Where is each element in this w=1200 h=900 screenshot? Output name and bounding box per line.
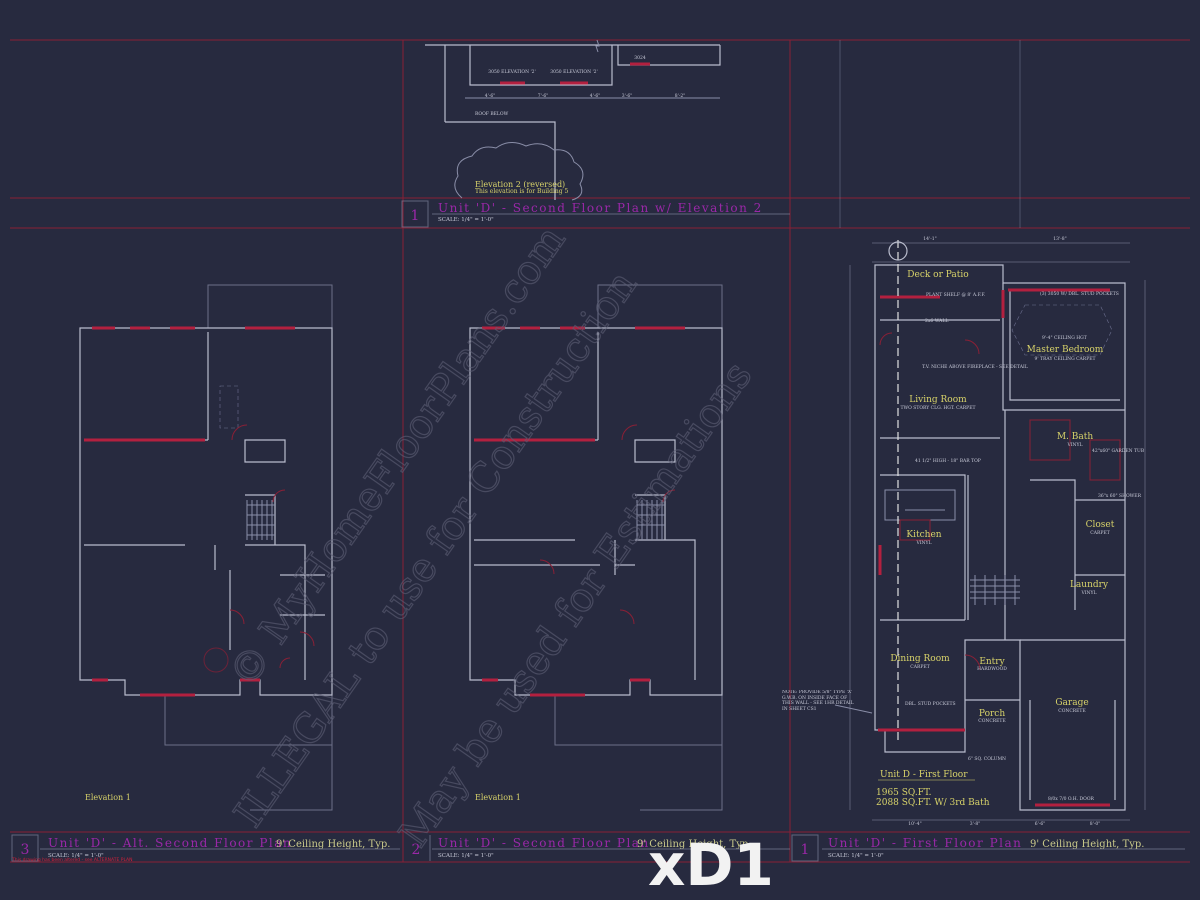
window-label: 3050 ELEVATION '2' <box>550 69 598 75</box>
room-finish: VINYL <box>916 540 932 546</box>
alteration-note: This drawing has been altered - see ALTE… <box>11 857 133 863</box>
room-finish: CONCRETE <box>1058 708 1085 714</box>
room-label: Laundry <box>1070 580 1109 590</box>
room-label: Kitchen <box>906 530 941 540</box>
elevation-label: Elevation 1 <box>475 793 521 802</box>
note: 36"x 60" SHOWER <box>1098 493 1142 499</box>
first-floor-plan: Deck or Patio Master Bedroom 9' TRAY CEI… <box>782 236 1146 827</box>
note: PLANT SHELF @ 8' A.F.F. <box>926 291 986 298</box>
room-label: M. Bath <box>1057 432 1094 442</box>
dimension: 3'-8" <box>970 821 981 827</box>
elevation-label: Elevation 1 <box>85 793 131 802</box>
dimension: 7'-6" <box>538 93 549 99</box>
ceiling-note: 9' Ceiling Height, Typ. <box>637 839 751 850</box>
drawing-title: Unit 'D' - Alt. Second Floor Plan <box>48 836 292 850</box>
window-label: 3050 ELEVATION '2' <box>488 69 536 75</box>
drawing-title: Unit 'D' - Second Floor Plan <box>438 836 650 850</box>
fire-wall-note: NOTE: PROVIDE 5/8" TYPE 'X' G.W.B. ON IN… <box>782 690 854 712</box>
drawing-scale: SCALE: 1/4" = 1'-0" <box>438 217 494 223</box>
sheet-grid <box>10 39 1190 863</box>
room-label: Deck or Patio <box>907 270 968 280</box>
dimension: 14'-1" <box>923 236 936 242</box>
note: 6" SQ. COLUMN <box>968 756 1006 762</box>
second-floor-plan: Elevation 1 <box>469 284 723 811</box>
note: 2x6 WALL <box>925 318 948 324</box>
sqft: 1965 SQ.FT. <box>876 788 932 798</box>
sqft-with-bath: 2088 SQ.FT. W/ 3rd Bath <box>876 798 990 808</box>
window-label: 3024 <box>634 55 646 61</box>
watermark: © MyHomeFloorPlans.com ILLEGAL to use fo… <box>220 217 762 856</box>
roof-note: ROOF BELOW <box>475 111 509 117</box>
note: (3) 3050 W/ DBL. STUD POCKETS <box>1040 290 1119 297</box>
drawing-number: 3 <box>21 842 30 858</box>
room-label: Garage <box>1055 698 1088 708</box>
sheet-label: xD1 <box>648 831 774 899</box>
room-label: Closet <box>1086 520 1115 530</box>
cloud-note: This elevation is for Building 5 <box>475 188 568 195</box>
room-label: Living Room <box>909 395 967 405</box>
svg-text:ILLEGAL to use for Constructio: ILLEGAL to use for Construction <box>226 263 647 836</box>
plan-label: Unit D - First Floor <box>880 770 968 780</box>
title-block-top: 1 Unit 'D' - Second Floor Plan w/ Elevat… <box>401 200 790 228</box>
room-label: Master Bedroom <box>1027 345 1104 355</box>
dimension: 4'-6" <box>485 93 496 99</box>
drawing-scale: SCALE: 1/4" = 1'-0" <box>438 853 494 859</box>
cloud-note: Elevation 2 (reversed) <box>475 180 565 189</box>
room-finish: CARPET <box>910 664 929 670</box>
dimension: 13'-8" <box>1053 236 1066 242</box>
room-finish: VINYL <box>1067 442 1083 448</box>
drawing-title: Unit 'D' - Second Floor Plan w/ Elevatio… <box>438 201 763 215</box>
drawing-number: 2 <box>412 842 421 858</box>
dimension: 6'-6" <box>1035 821 1046 827</box>
dimension: 10'-4" <box>908 821 921 827</box>
ceiling-note: 9' Ceiling Height, Typ. <box>1030 839 1144 850</box>
top-partial-plan: 3050 ELEVATION '2' 3050 ELEVATION '2' 30… <box>425 39 721 201</box>
room-finish: CONCRETE <box>978 718 1005 724</box>
note: 9'-4" CEILING HGT <box>1042 335 1087 341</box>
drawing-number: 1 <box>801 842 810 858</box>
drawing-number: 1 <box>411 208 420 224</box>
note: DBL. STUD POCKETS <box>905 701 956 707</box>
drawing-scale: SCALE: 1/4" = 1'-0" <box>828 853 884 859</box>
dimension: 3'-6" <box>622 93 633 99</box>
room-finish: CARPET <box>1090 530 1109 536</box>
revision-cloud <box>454 142 584 201</box>
note: 41 1/2" HIGH - 18" BAR TOP <box>915 458 981 464</box>
drawing-title: Unit 'D' - First Floor Plan <box>828 836 1022 850</box>
svg-text:May be used for Estimations: May be used for Estimations <box>391 354 762 856</box>
room-label: Dining Room <box>890 654 950 664</box>
room-finish: TWO STORY CLG. HGT. CARPET <box>900 405 975 411</box>
title-block-middle: 2 Unit 'D' - Second Floor Plan 9' Ceilin… <box>412 835 790 861</box>
title-block-right: 1 Unit 'D' - First Floor Plan 9' Ceiling… <box>791 834 1185 862</box>
room-finish: VINYL <box>1081 590 1097 596</box>
room-label: Entry <box>979 657 1005 667</box>
dimension: 4'-6" <box>590 93 601 99</box>
note: 42"x60" GARDEN TUB <box>1092 448 1145 454</box>
room-label: Porch <box>979 709 1005 719</box>
ceiling-note: 9' Ceiling Height, Typ. <box>276 839 390 850</box>
dimension: 8'-2" <box>675 93 686 99</box>
dimension: 8'-0" <box>1090 821 1101 827</box>
note: T.V. NICHE ABOVE FIREPLACE - SEE DETAIL <box>922 364 1028 370</box>
drawing-scale: SCALE: 1/4" = 1'-0" <box>48 853 104 859</box>
room-finish: 9' TRAY CEILING CARPET <box>1034 356 1095 362</box>
room-finish: HARDWOOD <box>977 666 1007 672</box>
title-block-left: 3 Unit 'D' - Alt. Second Floor Plan 9' C… <box>11 834 400 863</box>
note: 8/0x 7/0 O.H. DOOR <box>1048 796 1095 802</box>
alt-second-floor-plan: Elevation 1 <box>79 284 333 811</box>
